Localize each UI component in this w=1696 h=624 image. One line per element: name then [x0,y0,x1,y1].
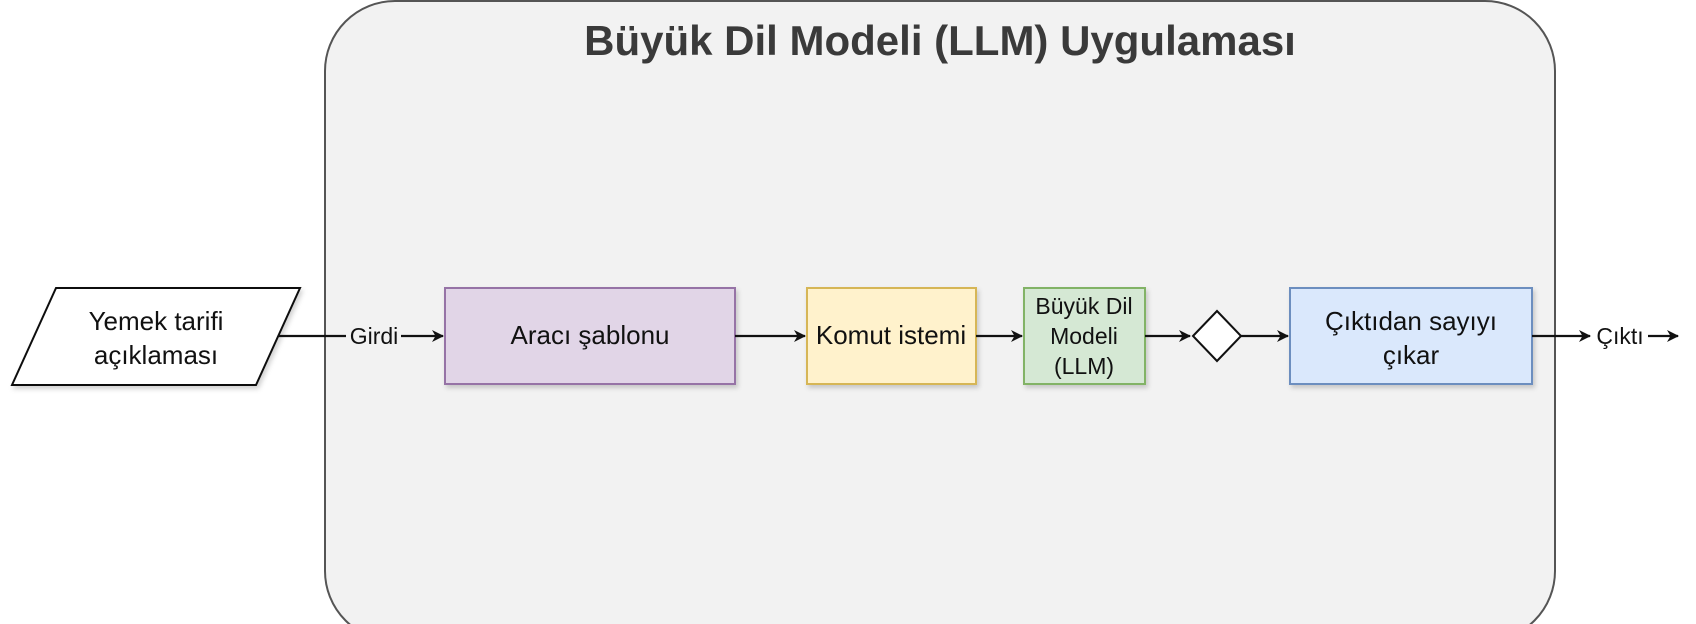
edge-label-output: Çıktı [1596,323,1643,349]
llm-label-line1: Büyük Dil [1035,293,1132,319]
agent-template-label: Aracı şablonu [511,320,670,350]
llm-label-line2: Modeli [1050,323,1118,349]
extract-label-line1: Çıktıdan sayıyı [1325,306,1497,336]
edge-input-to-template: Girdi [278,323,444,349]
llm-node: Büyük Dil Modeli (LLM) [1023,287,1146,385]
input-node-line1: Yemek tarifi [89,306,224,336]
extract-number-node: Çıktıdan sayıyı çıkar [1289,287,1533,385]
input-node-line2: açıklaması [94,340,218,370]
edge-label-input: Girdi [350,323,399,349]
extract-label-line2: çıkar [1383,340,1440,370]
input-node: Yemek tarifi açıklaması [10,287,302,386]
diagram-title: Büyük Dil Modeli (LLM) Uygulaması [584,17,1296,64]
llm-label-line3: (LLM) [1054,353,1114,379]
agent-template-node: Aracı şablonu [444,287,736,385]
prompt-node: Komut istemi [806,287,977,385]
edge-extract-to-output: Çıktı [1532,323,1679,349]
prompt-label: Komut istemi [816,320,966,350]
